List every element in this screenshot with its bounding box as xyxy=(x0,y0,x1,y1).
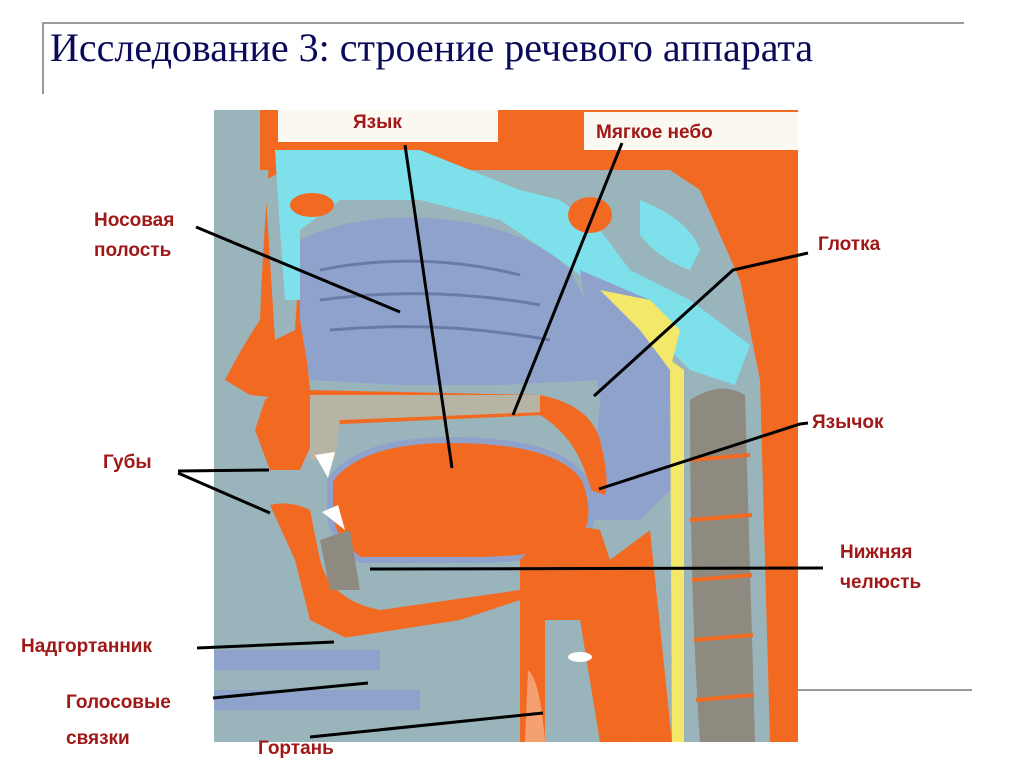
pointer-nasal-cavity xyxy=(195,225,401,314)
pointer-tongue xyxy=(403,144,454,469)
slide-title: Исследование 3: строение речевого аппара… xyxy=(50,25,814,70)
sinus-right xyxy=(568,197,612,233)
pointer-lips-lower xyxy=(177,471,271,515)
lower-tooth xyxy=(322,505,345,530)
label-bg-soft-palate xyxy=(584,112,798,150)
tongue-shape xyxy=(327,436,595,563)
pointer-lips-upper xyxy=(177,468,270,473)
pointer-larynx xyxy=(309,711,544,739)
hard-palate-bone xyxy=(310,395,545,460)
pointer-soft-palate xyxy=(511,142,624,416)
soft-palate-tissue xyxy=(540,395,607,495)
cyan-bone-upper xyxy=(275,150,750,385)
pointer-lower-jaw xyxy=(369,566,824,571)
label-epiglottis: Надгортанник xyxy=(21,636,152,657)
mucosa-yellow xyxy=(600,290,680,370)
label-bg-tongue xyxy=(278,110,498,142)
label-lower-jaw-line2: челюсть xyxy=(840,572,922,593)
slide-frame-bottom-rule xyxy=(798,689,972,691)
upper-tooth xyxy=(315,452,335,478)
vocal-fold-highlight xyxy=(568,652,592,662)
anatomy-illustration xyxy=(214,110,798,742)
label-vocal-cords-line1: Голосовые xyxy=(66,692,171,713)
slide-frame-left xyxy=(42,22,44,94)
pointer-vocal-cords xyxy=(212,681,369,700)
label-soft-palate: Мягкое небо xyxy=(596,122,713,143)
pointer-epiglottis xyxy=(196,640,335,650)
label-nasal-cavity-line1: Носовая xyxy=(94,210,175,231)
sinus-left xyxy=(290,193,334,217)
slide-frame-top xyxy=(42,22,964,24)
label-nasal-cavity-line2: полость xyxy=(94,240,172,261)
label-tongue: Язык xyxy=(353,112,402,133)
lower-jaw-tissue xyxy=(270,503,580,640)
cervical-spine xyxy=(690,388,755,742)
label-lower-jaw-line1: Нижняя xyxy=(840,542,913,563)
pointer-pharynx xyxy=(592,251,809,398)
cyan-bone-sphenoid xyxy=(640,200,700,270)
label-pharynx: Глотка xyxy=(818,234,881,255)
lower-jaw-bone xyxy=(320,530,360,590)
label-vocal-cords-line2: связки xyxy=(66,728,130,749)
pointer-uvula xyxy=(598,421,809,491)
label-uvula: Язычок xyxy=(812,412,884,433)
nasal-cavity-region xyxy=(300,217,600,385)
label-lips: Губы xyxy=(103,452,152,473)
label-larynx: Гортань xyxy=(258,738,334,759)
